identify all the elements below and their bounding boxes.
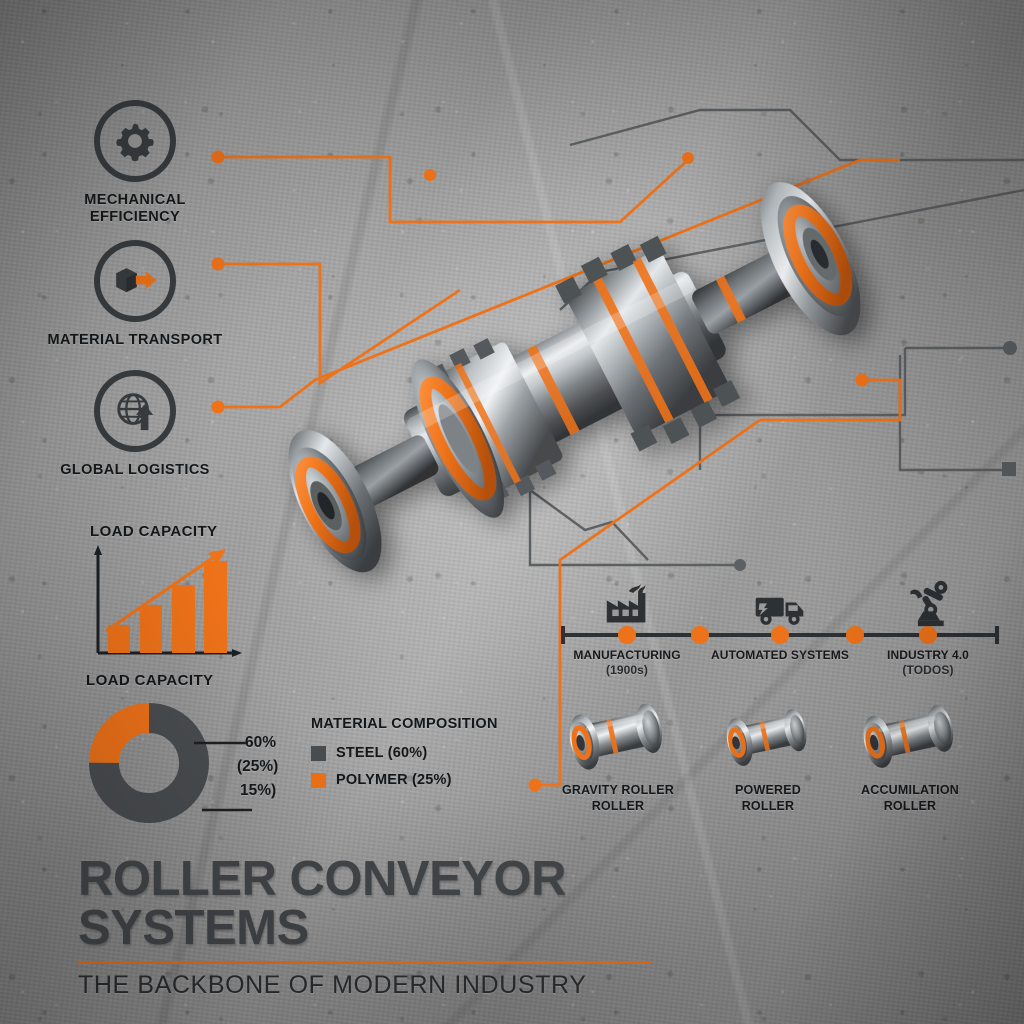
donut-callout-top: 60%: [245, 734, 277, 751]
legend-item-steel[interactable]: STEEL (60%): [311, 745, 511, 761]
material-composition-legend: MATERIAL COMPOSITION STEEL (60%) POLYMER…: [311, 716, 511, 799]
roller-label-main: POWERED: [735, 783, 801, 797]
robot-arm-icon: [910, 580, 948, 627]
roller-card-gravity[interactable]: GRAVITY ROLLER ROLLER: [543, 700, 693, 814]
legend-item-polymer[interactable]: POLYMER (25%): [311, 772, 511, 788]
timeline-label-manufacturing: MANUFACTURING (1900s): [542, 648, 712, 679]
feature-ring: [94, 240, 176, 322]
roller-card-accumilation[interactable]: ACCUMILATION ROLLER: [835, 700, 985, 814]
roller-label-main: ACCUMILATION: [861, 783, 959, 797]
title-underline: [78, 961, 651, 964]
legend-label-steel: STEEL (60%): [336, 745, 428, 761]
feature-ring: [94, 370, 176, 452]
orange-node: [211, 257, 225, 271]
timeline-stage-sub: (1900s): [605, 663, 649, 678]
timeline-stage-label: AUTOMATED SYSTEMS: [711, 648, 849, 662]
orange-node: [855, 373, 869, 387]
roller-label-sub: ROLLER: [883, 798, 937, 813]
legend-swatch-polymer: [311, 772, 326, 788]
orange-node: [528, 778, 542, 792]
bar: [108, 625, 130, 653]
timeline-stage-sub: (TODOS): [902, 663, 954, 678]
timeline-icon-industry40: [903, 580, 953, 633]
truck-icon: [755, 597, 804, 625]
feature-global-logistics[interactable]: GLOBAL LOGISTICS: [40, 370, 230, 479]
industry-timeline: MANUFACTURING (1900s) AUTOMATED SYSTEMS …: [555, 560, 1005, 685]
donut-callout-lines: [194, 741, 252, 812]
flange-right: [760, 182, 861, 336]
timeline-dot: [691, 626, 709, 644]
timeline-dot: [618, 626, 636, 644]
feature-material-transport[interactable]: MATERIAL TRANSPORT: [40, 240, 230, 349]
roller-label-sub: ROLLER: [741, 798, 795, 813]
legend-swatch-steel: [311, 745, 326, 761]
timeline-axis: [561, 626, 999, 644]
gray-node-square: [1002, 462, 1016, 476]
bar-chart-title: LOAD CAPACITY: [90, 523, 218, 540]
footer-block: ROLLER CONVEYOR SYSTEMS THE BACKBONE OF …: [78, 855, 778, 1000]
bar: [140, 605, 162, 653]
orange-node: [211, 400, 225, 414]
roller-card-powered[interactable]: POWERED ROLLER: [693, 700, 843, 814]
roller-icon: [726, 709, 807, 766]
donut-callout-bottom: 15%): [240, 782, 277, 799]
material-composition-donut-chart: [89, 703, 209, 823]
timeline-dot: [846, 626, 864, 644]
timeline-icon-automated: [752, 590, 808, 633]
gray-node: [734, 559, 746, 571]
factory-icon: [606, 583, 646, 623]
gray-node: [1003, 341, 1017, 355]
timeline-stage-label: MANUFACTURING: [573, 648, 681, 662]
timeline-stage-label: INDUSTRY 4.0: [887, 648, 969, 662]
roller-card-label: ACCUMILATION ROLLER: [835, 783, 985, 814]
gear-icon: [116, 123, 154, 162]
bar: [172, 585, 195, 653]
legend-label-polymer: POLYMER (25%): [336, 772, 452, 788]
orange-node: [682, 152, 694, 164]
page-title: ROLLER CONVEYOR SYSTEMS: [78, 852, 566, 955]
page-subtitle: THE BACKBONE OF MODERN INDUSTRY: [78, 971, 587, 999]
timeline-icon-manufacturing: [601, 582, 653, 633]
bearing-hub-mid: [411, 359, 505, 518]
roller-icon: [569, 703, 662, 770]
timeline-dot: [919, 626, 937, 644]
feature-label: GLOBAL LOGISTICS: [60, 462, 210, 478]
gear-collar-right: [555, 235, 741, 452]
legend-title: MATERIAL COMPOSITION: [311, 716, 498, 732]
roller-card-label: POWERED ROLLER: [693, 783, 843, 814]
timeline-dot: [771, 626, 789, 644]
orange-node: [424, 169, 436, 181]
orange-node: [211, 150, 225, 164]
roller-label-main: GRAVITY ROLLER: [561, 783, 675, 797]
feature-label: MATERIAL TRANSPORT: [47, 332, 223, 348]
load-capacity-bar-chart: [94, 545, 242, 657]
bar: [204, 561, 227, 653]
timeline-label-industry40: INDUSTRY 4.0 (TODOS): [843, 648, 1013, 679]
box-arrow-icon: [116, 268, 157, 293]
donut-segment-polymer: [89, 703, 209, 823]
roller-card-label: GRAVITY ROLLER ROLLER: [543, 783, 693, 814]
donut-chart-title: LOAD CAPACITY: [86, 672, 214, 689]
globe-arrow-icon: [117, 393, 154, 431]
roller-icon: [863, 705, 954, 768]
timeline-label-automated: AUTOMATED SYSTEMS: [695, 648, 865, 663]
feature-ring: [94, 100, 176, 182]
flange-left: [288, 429, 382, 573]
donut-callout-middle: (25%): [237, 758, 279, 775]
roller-label-sub: ROLLER: [591, 798, 645, 813]
